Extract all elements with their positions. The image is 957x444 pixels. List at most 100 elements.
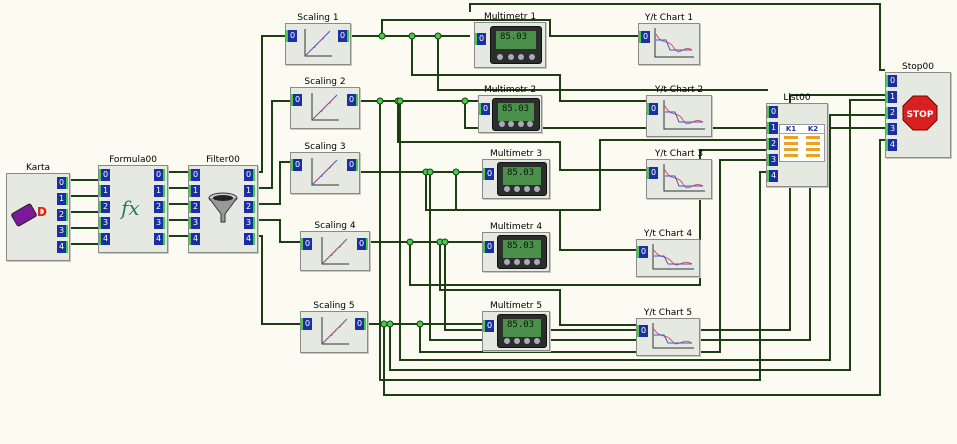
scaling-1-title: Scaling 1	[297, 13, 339, 23]
formula-title: Formula00	[109, 155, 157, 165]
filter-out-3[interactable]: 3	[244, 217, 255, 229]
scaling-5-block[interactable]: Scaling 5 0 0	[300, 301, 368, 353]
multimetr-2-block[interactable]: Multimetr 2 85.03 0	[478, 85, 542, 133]
stop-block[interactable]: Stop00 STOP 0 1 2 3 4	[885, 62, 951, 158]
formula-fx-icon: fx	[121, 196, 140, 220]
formula-in-2[interactable]: 2	[99, 201, 110, 213]
multimetr-4-in[interactable]: 0	[483, 241, 494, 253]
yt-chart-2-title: Y/t Chart 2	[654, 85, 704, 95]
formula-in-4[interactable]: 4	[99, 233, 110, 245]
svg-text:D: D	[37, 205, 47, 219]
karta-out-3[interactable]: 3	[57, 225, 68, 237]
scaling-4-in[interactable]: 0	[301, 238, 312, 250]
scaling-1-out[interactable]: 0	[338, 30, 349, 42]
scaling-5-out[interactable]: 0	[355, 318, 366, 330]
formula-in-3[interactable]: 3	[99, 217, 110, 229]
multimetr-1-block[interactable]: Multimetr 1 85.03 0	[474, 12, 546, 68]
yt-chart-4-title: Y/t Chart 4	[643, 229, 693, 239]
yt-chart-2-block[interactable]: Y/t Chart 2 0	[646, 85, 712, 137]
filter-out-2[interactable]: 2	[244, 201, 255, 213]
stop-in-0[interactable]: 0	[886, 75, 897, 87]
trend-chart-icon	[652, 323, 694, 349]
scaling-4-block[interactable]: Scaling 4 0 0	[300, 221, 370, 271]
multimetr-3-in[interactable]: 0	[483, 168, 494, 180]
filter-in-1[interactable]: 1	[189, 185, 200, 197]
filter-in-4[interactable]: 4	[189, 233, 200, 245]
scaling-5-in[interactable]: 0	[301, 318, 312, 330]
yt-chart-1-block[interactable]: Y/t Chart 1 0	[638, 13, 700, 65]
multimetr-5-title: Multimetr 5	[489, 301, 543, 311]
karta-out-1[interactable]: 1	[57, 193, 68, 205]
filter-in-2[interactable]: 2	[189, 201, 200, 213]
scaling-2-block[interactable]: Scaling 2 0 0	[290, 77, 360, 129]
filter-out-0[interactable]: 0	[244, 169, 255, 181]
multimeter-icon: 85.03	[497, 162, 547, 196]
stop-in-3[interactable]: 3	[886, 123, 897, 135]
list-in-2[interactable]: 2	[767, 138, 778, 150]
formula-in-1[interactable]: 1	[99, 185, 110, 197]
formula-out-2[interactable]: 2	[154, 201, 165, 213]
formula-out-4[interactable]: 4	[154, 233, 165, 245]
list-in-3[interactable]: 3	[767, 154, 778, 166]
yt-chart-1-in[interactable]: 0	[639, 31, 650, 43]
yt-chart-4-block[interactable]: Y/t Chart 4 0	[636, 229, 700, 277]
stop-in-2[interactable]: 2	[886, 107, 897, 119]
yt-chart-4-in[interactable]: 0	[637, 246, 648, 258]
scaling-2-out[interactable]: 0	[347, 94, 358, 106]
yt-chart-5-in[interactable]: 0	[637, 325, 648, 337]
multimetr-3-title: Multimetr 3	[489, 149, 543, 159]
stop-in-1[interactable]: 1	[886, 91, 897, 103]
multimetr-5-display: 85.03	[503, 319, 541, 337]
yt-chart-1-title: Y/t Chart 1	[644, 13, 694, 23]
stop-sign-text: STOP	[907, 110, 934, 120]
list-in-0[interactable]: 0	[767, 106, 778, 118]
list-block[interactable]: List00 K1 K2 0 1 2 3 4	[766, 93, 828, 187]
yt-chart-3-block[interactable]: Y/t Chart 3 0	[646, 149, 712, 199]
multimetr-4-block[interactable]: Multimetr 4 85.03 0	[482, 222, 550, 272]
scaling-3-in[interactable]: 0	[291, 159, 302, 171]
scaling-2-in[interactable]: 0	[291, 94, 302, 106]
multimetr-2-title: Multimetr 2	[483, 85, 537, 95]
filter-block[interactable]: Filter00 0 1 2 3 4 0 1 2 3 4	[188, 155, 258, 253]
scaling-5-title: Scaling 5	[313, 301, 355, 311]
karta-out-2[interactable]: 2	[57, 209, 68, 221]
scaling-1-block[interactable]: Scaling 1 0 0	[285, 13, 351, 65]
multimeter-icon: 85.03	[497, 235, 547, 269]
scaling-1-in[interactable]: 0	[286, 30, 297, 42]
list-in-1[interactable]: 1	[767, 122, 778, 134]
multimetr-5-in[interactable]: 0	[483, 320, 494, 332]
filter-in-0[interactable]: 0	[189, 169, 200, 181]
list-in-4[interactable]: 4	[767, 170, 778, 182]
yt-chart-2-in[interactable]: 0	[647, 103, 658, 115]
scaling-4-out[interactable]: 0	[357, 238, 368, 250]
formula-in-0[interactable]: 0	[99, 169, 110, 181]
multimeter-icon: 85.03	[490, 26, 542, 64]
multimetr-3-block[interactable]: Multimetr 3 85.03 0	[482, 149, 550, 199]
multimetr-5-block[interactable]: Multimetr 5 85.03 0	[482, 301, 550, 351]
karta-out-0[interactable]: 0	[57, 177, 68, 189]
karta-out-4[interactable]: 4	[57, 241, 68, 253]
formula-out-0[interactable]: 0	[154, 169, 165, 181]
trend-chart-icon	[663, 164, 705, 192]
multimetr-1-title: Multimetr 1	[483, 12, 537, 22]
stop-sign-icon: STOP	[902, 95, 938, 131]
multimetr-2-in[interactable]: 0	[479, 103, 490, 115]
filter-in-3[interactable]: 3	[189, 217, 200, 229]
multimetr-3-display: 85.03	[503, 167, 541, 185]
formula-block[interactable]: Formula00 fx 0 1 2 3 4 0 1 2 3 4	[98, 155, 168, 253]
yt-chart-5-block[interactable]: Y/t Chart 5 0	[636, 308, 700, 356]
yt-chart-3-in[interactable]: 0	[647, 167, 658, 179]
karta-block[interactable]: Karta D 0 1 2 3 4	[6, 163, 70, 261]
multimetr-1-in[interactable]: 0	[475, 33, 486, 45]
formula-out-1[interactable]: 1	[154, 185, 165, 197]
scaling-3-out[interactable]: 0	[347, 159, 358, 171]
scaling-3-block[interactable]: Scaling 3 0 0	[290, 142, 360, 194]
formula-out-3[interactable]: 3	[154, 217, 165, 229]
multimetr-4-display: 85.03	[503, 240, 541, 258]
list-col-k1: K1	[785, 125, 797, 133]
filter-out-1[interactable]: 1	[244, 185, 255, 197]
filter-out-4[interactable]: 4	[244, 233, 255, 245]
stop-in-4[interactable]: 4	[886, 139, 897, 151]
multimeter-icon: 85.03	[492, 98, 540, 131]
scaling-graph-icon	[311, 93, 339, 121]
